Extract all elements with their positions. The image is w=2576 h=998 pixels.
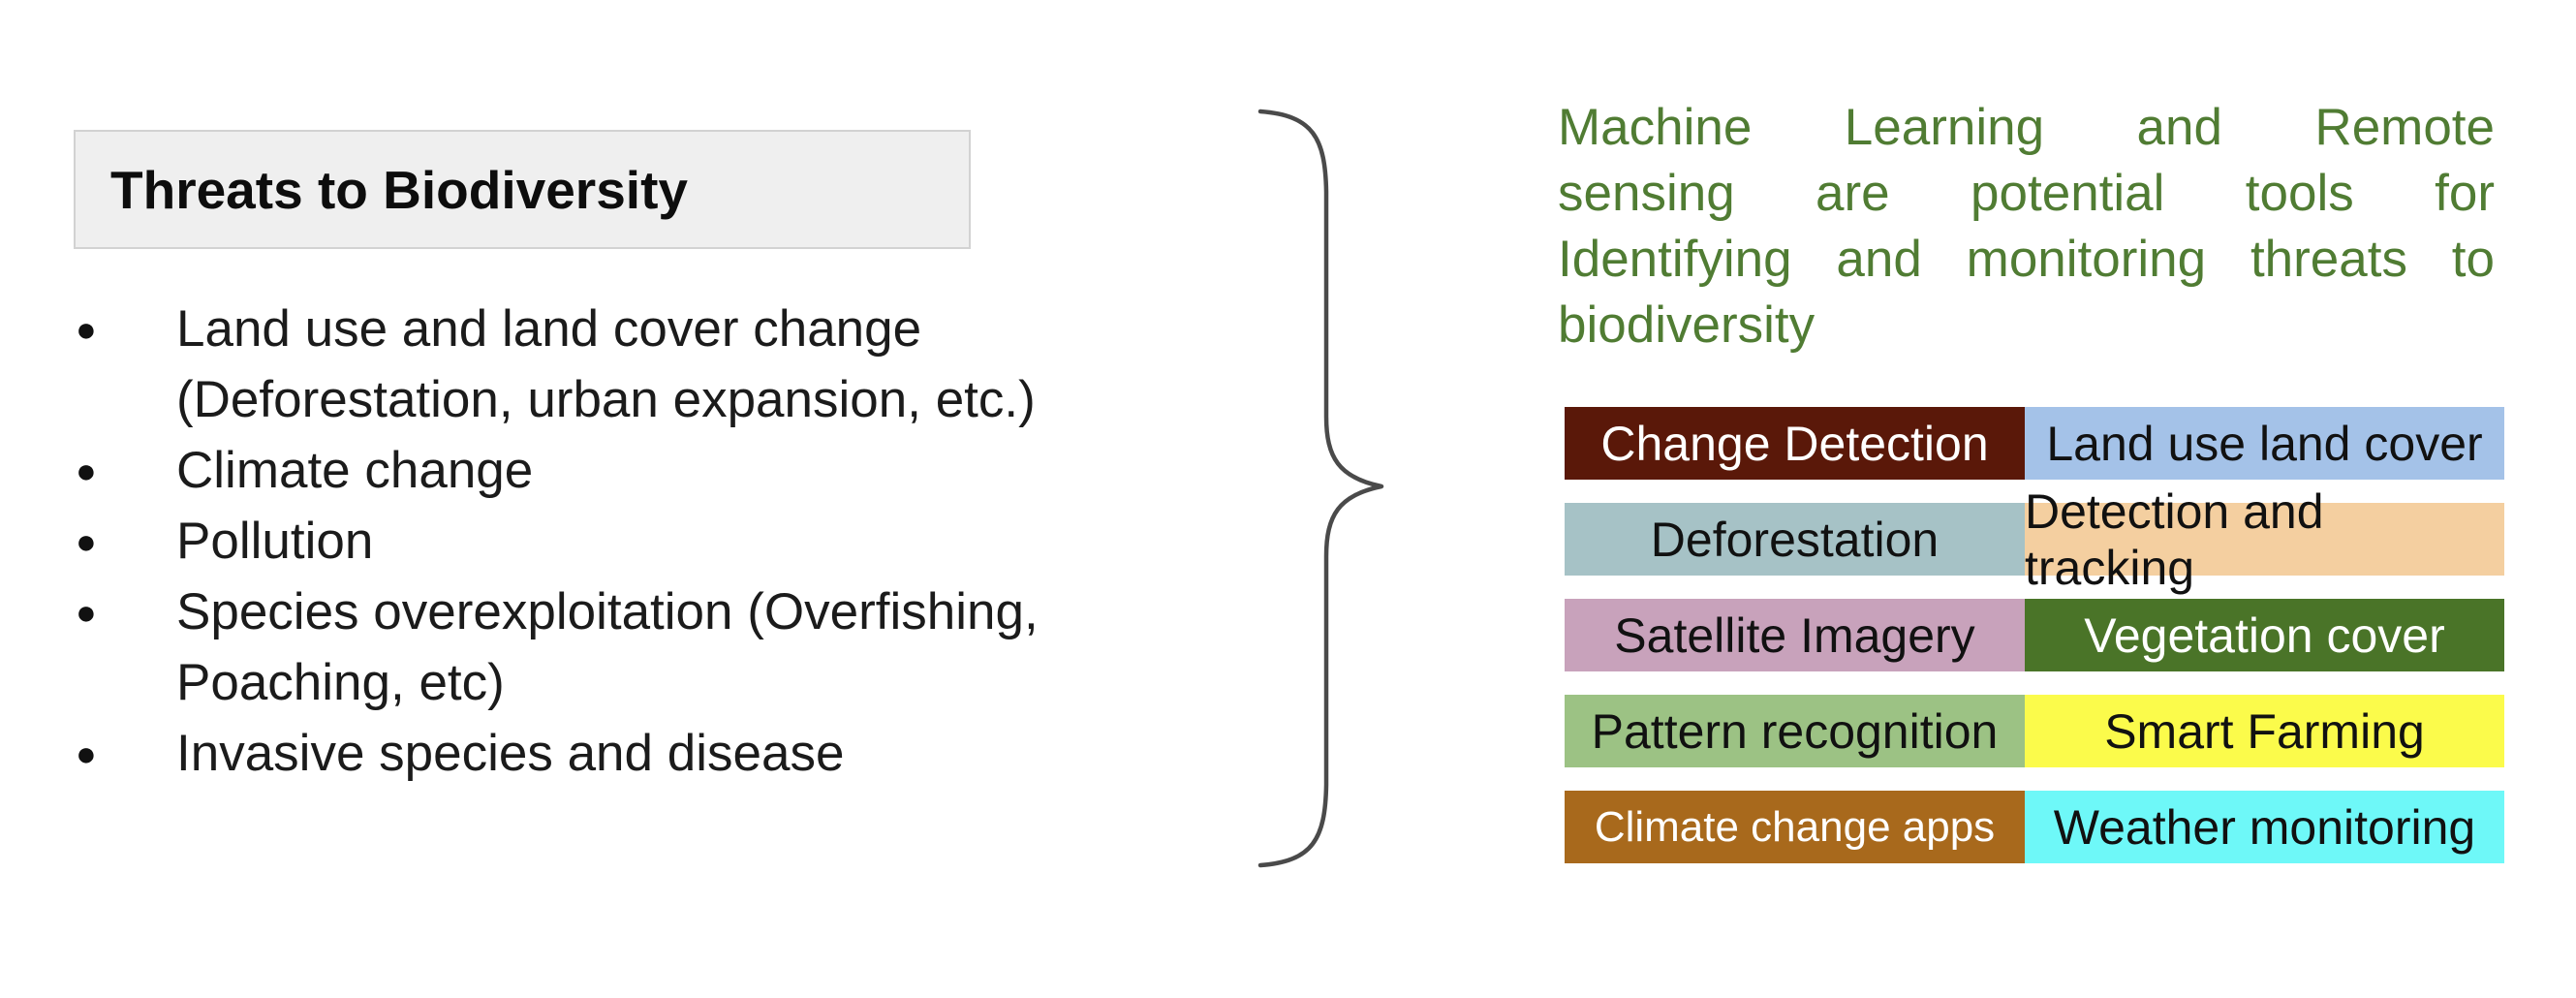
technique-cell: Pattern recognition (1565, 695, 2025, 767)
list-item: ● Invasive species and disease (74, 718, 1149, 789)
bullet-icon: ● (76, 451, 97, 490)
list-item-text: Pollution (176, 513, 374, 570)
table-row: Change Detection Land use land cover (1565, 407, 2504, 480)
bullet-icon: ● (76, 592, 97, 632)
table-row: Pattern recognition Smart Farming (1565, 695, 2504, 767)
list-item: ● Pollution (74, 506, 1149, 577)
list-item: ● Land use and land cover change (Defore… (74, 294, 1149, 435)
application-cell: Land use land cover (2025, 407, 2504, 480)
bullet-icon: ● (76, 733, 97, 773)
right-curly-brace-icon (1257, 109, 1384, 868)
bullet-icon: ● (76, 521, 97, 561)
keyword-table: Change Detection Land use land cover Def… (1565, 407, 2504, 887)
list-item-text: Invasive species and disease (176, 725, 845, 782)
technique-cell: Change Detection (1565, 407, 2025, 480)
application-cell: Detection and tracking (2025, 484, 2504, 595)
bullet-icon: ● (76, 309, 97, 349)
application-cell: Weather monitoring (2025, 791, 2504, 863)
intro-line: Machine Learning and Remote (1558, 99, 2495, 156)
technique-cell: Deforestation (1565, 503, 2025, 576)
intro-paragraph: Machine Learning and Remote sensing are … (1558, 95, 2495, 359)
list-item: ● Species overexploitation (Overfishing,… (74, 577, 1149, 718)
title-box: Threats to Biodiversity (74, 130, 971, 249)
list-item-text: Climate change (176, 442, 534, 499)
list-item-text: Land use and land cover change (Deforest… (176, 300, 1036, 428)
application-cell: Smart Farming (2025, 695, 2504, 767)
table-row: Satellite Imagery Vegetation cover (1565, 599, 2504, 671)
intro-line: Identifying and monitoring threats to (1558, 231, 2495, 288)
threat-list: ● Land use and land cover change (Defore… (74, 294, 1149, 789)
table-row: Deforestation Detection and tracking (1565, 484, 2504, 595)
intro-line: sensing are potential tools for (1558, 165, 2495, 222)
technique-cell: Satellite Imagery (1565, 599, 2025, 671)
technique-cell: Climate change apps (1565, 791, 2025, 863)
list-item-text: Species overexploitation (Overfishing, P… (176, 583, 1039, 711)
list-item: ● Climate change (74, 435, 1149, 506)
application-cell: Vegetation cover (2025, 599, 2504, 671)
page-title: Threats to Biodiversity (110, 159, 688, 220)
intro-line: biodiversity (1558, 296, 1816, 354)
brace-path (1257, 109, 1384, 868)
table-row: Climate change apps Weather monitoring (1565, 791, 2504, 863)
